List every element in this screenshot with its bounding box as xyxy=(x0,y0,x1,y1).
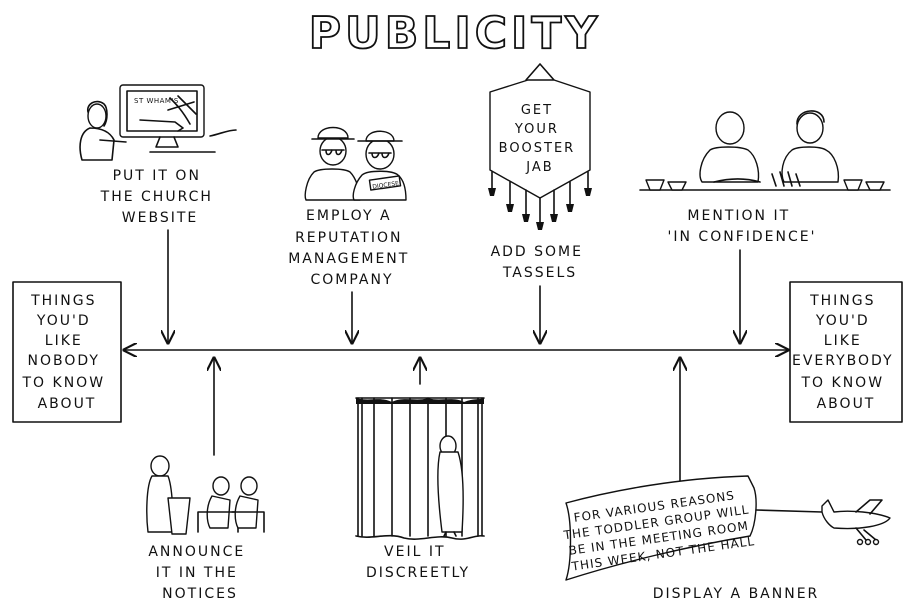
two-agents-icon: DIOCESE xyxy=(304,126,407,201)
left-box-line: TO KNOW xyxy=(22,375,106,391)
item-label-line: EMPLOY A xyxy=(306,208,392,224)
item-label-line: MENTION IT xyxy=(687,208,790,224)
gossip-people-icon xyxy=(639,110,891,191)
item-label-line: TASSELS xyxy=(502,265,577,281)
svg-text:THINGS YOU'D LIKE: THINGS YOU'D LIKE NOBODY TO KNOW ABOUT xyxy=(22,293,112,412)
item-label-line: THE CHURCH xyxy=(100,189,213,205)
badge-text: DIOCESE xyxy=(372,180,400,191)
item-label-line: IT IN THE xyxy=(156,565,238,581)
left-box-line: THINGS xyxy=(30,293,96,309)
item-in-confidence: MENTION IT 'IN CONFIDENCE' xyxy=(639,110,891,343)
right-endpoint-box: THINGS YOU'D LIKE EVERYBODY TO KNOW ABOU… xyxy=(789,281,903,423)
svg-text:PUT IT ON THE CHURCH: PUT IT ON THE CHURCH WEBSITE xyxy=(100,168,220,226)
item-label-line: 'IN CONFIDENCE' xyxy=(668,229,817,245)
item-display-banner: FOR VARIOUS REASONS THE TODDLER GROUP WI… xyxy=(562,358,891,602)
svg-text:ANNOUNCE IT IN THE: ANNOUNCE IT IN THE NOTICES xyxy=(148,544,251,602)
right-box-line: YOU'D xyxy=(815,313,870,329)
item-label-line: ANNOUNCE xyxy=(148,544,245,560)
svg-text:DISPLAY A BANNER: DISPLAY A BANNER xyxy=(653,586,820,602)
priest-congregation-icon xyxy=(146,455,265,535)
item-label-line: VEIL IT xyxy=(384,544,445,560)
pennant-line: YOUR xyxy=(514,122,559,137)
curtain-icon xyxy=(355,397,485,540)
item-label-line: REPUTATION xyxy=(295,230,402,246)
svg-text:MENTION IT 'IN CONFIDENC: MENTION IT 'IN CONFIDENCE' xyxy=(668,208,817,245)
svg-text:EMPLOY A REPUTATION: EMPLOY A REPUTATION MANAGEMENT COMPANY xyxy=(288,208,416,288)
left-box-line: YOU'D xyxy=(36,313,91,329)
item-label-line: MANAGEMENT xyxy=(288,251,409,267)
right-box-line: ABOUT xyxy=(817,396,876,412)
item-label-line: WEBSITE xyxy=(122,210,198,226)
screen-text: ST WHAM'S xyxy=(134,97,179,105)
pennant-icon: GET YOUR BOOSTER JAB xyxy=(488,63,592,230)
item-church-website: ST WHAM'S PUT IT ON THE CHURCH WEBSITE xyxy=(79,84,237,343)
left-box-line: ABOUT xyxy=(38,396,97,412)
item-add-tassels: GET YOUR BOOSTER JAB ADD SOME TASSELS xyxy=(488,63,592,343)
item-label-line: COMPANY xyxy=(310,272,393,288)
right-box-line: EVERYBODY xyxy=(792,353,894,369)
left-box-line: NOBODY xyxy=(28,353,100,369)
page-title: PUBLICITY xyxy=(309,8,601,59)
item-label-line: DISPLAY A BANNER xyxy=(653,586,820,602)
right-box-line: THINGS xyxy=(809,293,875,309)
left-endpoint-box: THINGS YOU'D LIKE NOBODY TO KNOW ABOUT xyxy=(12,281,122,423)
item-veil-discreetly: VEIL IT DISCREETLY xyxy=(355,358,485,581)
item-label-line: NOTICES xyxy=(162,586,238,602)
right-box-line: TO KNOW xyxy=(801,375,885,391)
pennant-line: GET xyxy=(521,103,553,118)
svg-text:THINGS YOU'D LIKE: THINGS YOU'D LIKE EVERYBODY TO KNOW ABOU… xyxy=(792,293,900,412)
svg-text:VEIL IT DISCREETLY: VEIL IT DISCREETLY xyxy=(366,544,470,581)
pennant-line: BOOSTER xyxy=(499,141,576,156)
item-reputation-management: DIOCESE EMPLOY A REPUTATION MANAGEMENT C… xyxy=(288,126,416,344)
svg-text:ADD SOME TASSELS: ADD SOME TASSELS xyxy=(491,244,590,281)
svg-text:GET YOUR BOOST: GET YOUR BOOSTER JAB xyxy=(499,103,582,175)
right-box-line: LIKE xyxy=(824,333,862,349)
item-label-line: DISCREETLY xyxy=(366,565,470,581)
left-box-line: LIKE xyxy=(45,333,83,349)
item-label-line: ADD SOME xyxy=(491,244,583,260)
computer-user-icon: ST WHAM'S xyxy=(79,84,237,161)
item-label-line: PUT IT ON xyxy=(113,168,201,184)
plane-banner-icon: FOR VARIOUS REASONS THE TODDLER GROUP WI… xyxy=(562,475,891,581)
item-announce-notices: ANNOUNCE IT IN THE NOTICES xyxy=(146,358,265,602)
pennant-line: JAB xyxy=(525,160,553,175)
